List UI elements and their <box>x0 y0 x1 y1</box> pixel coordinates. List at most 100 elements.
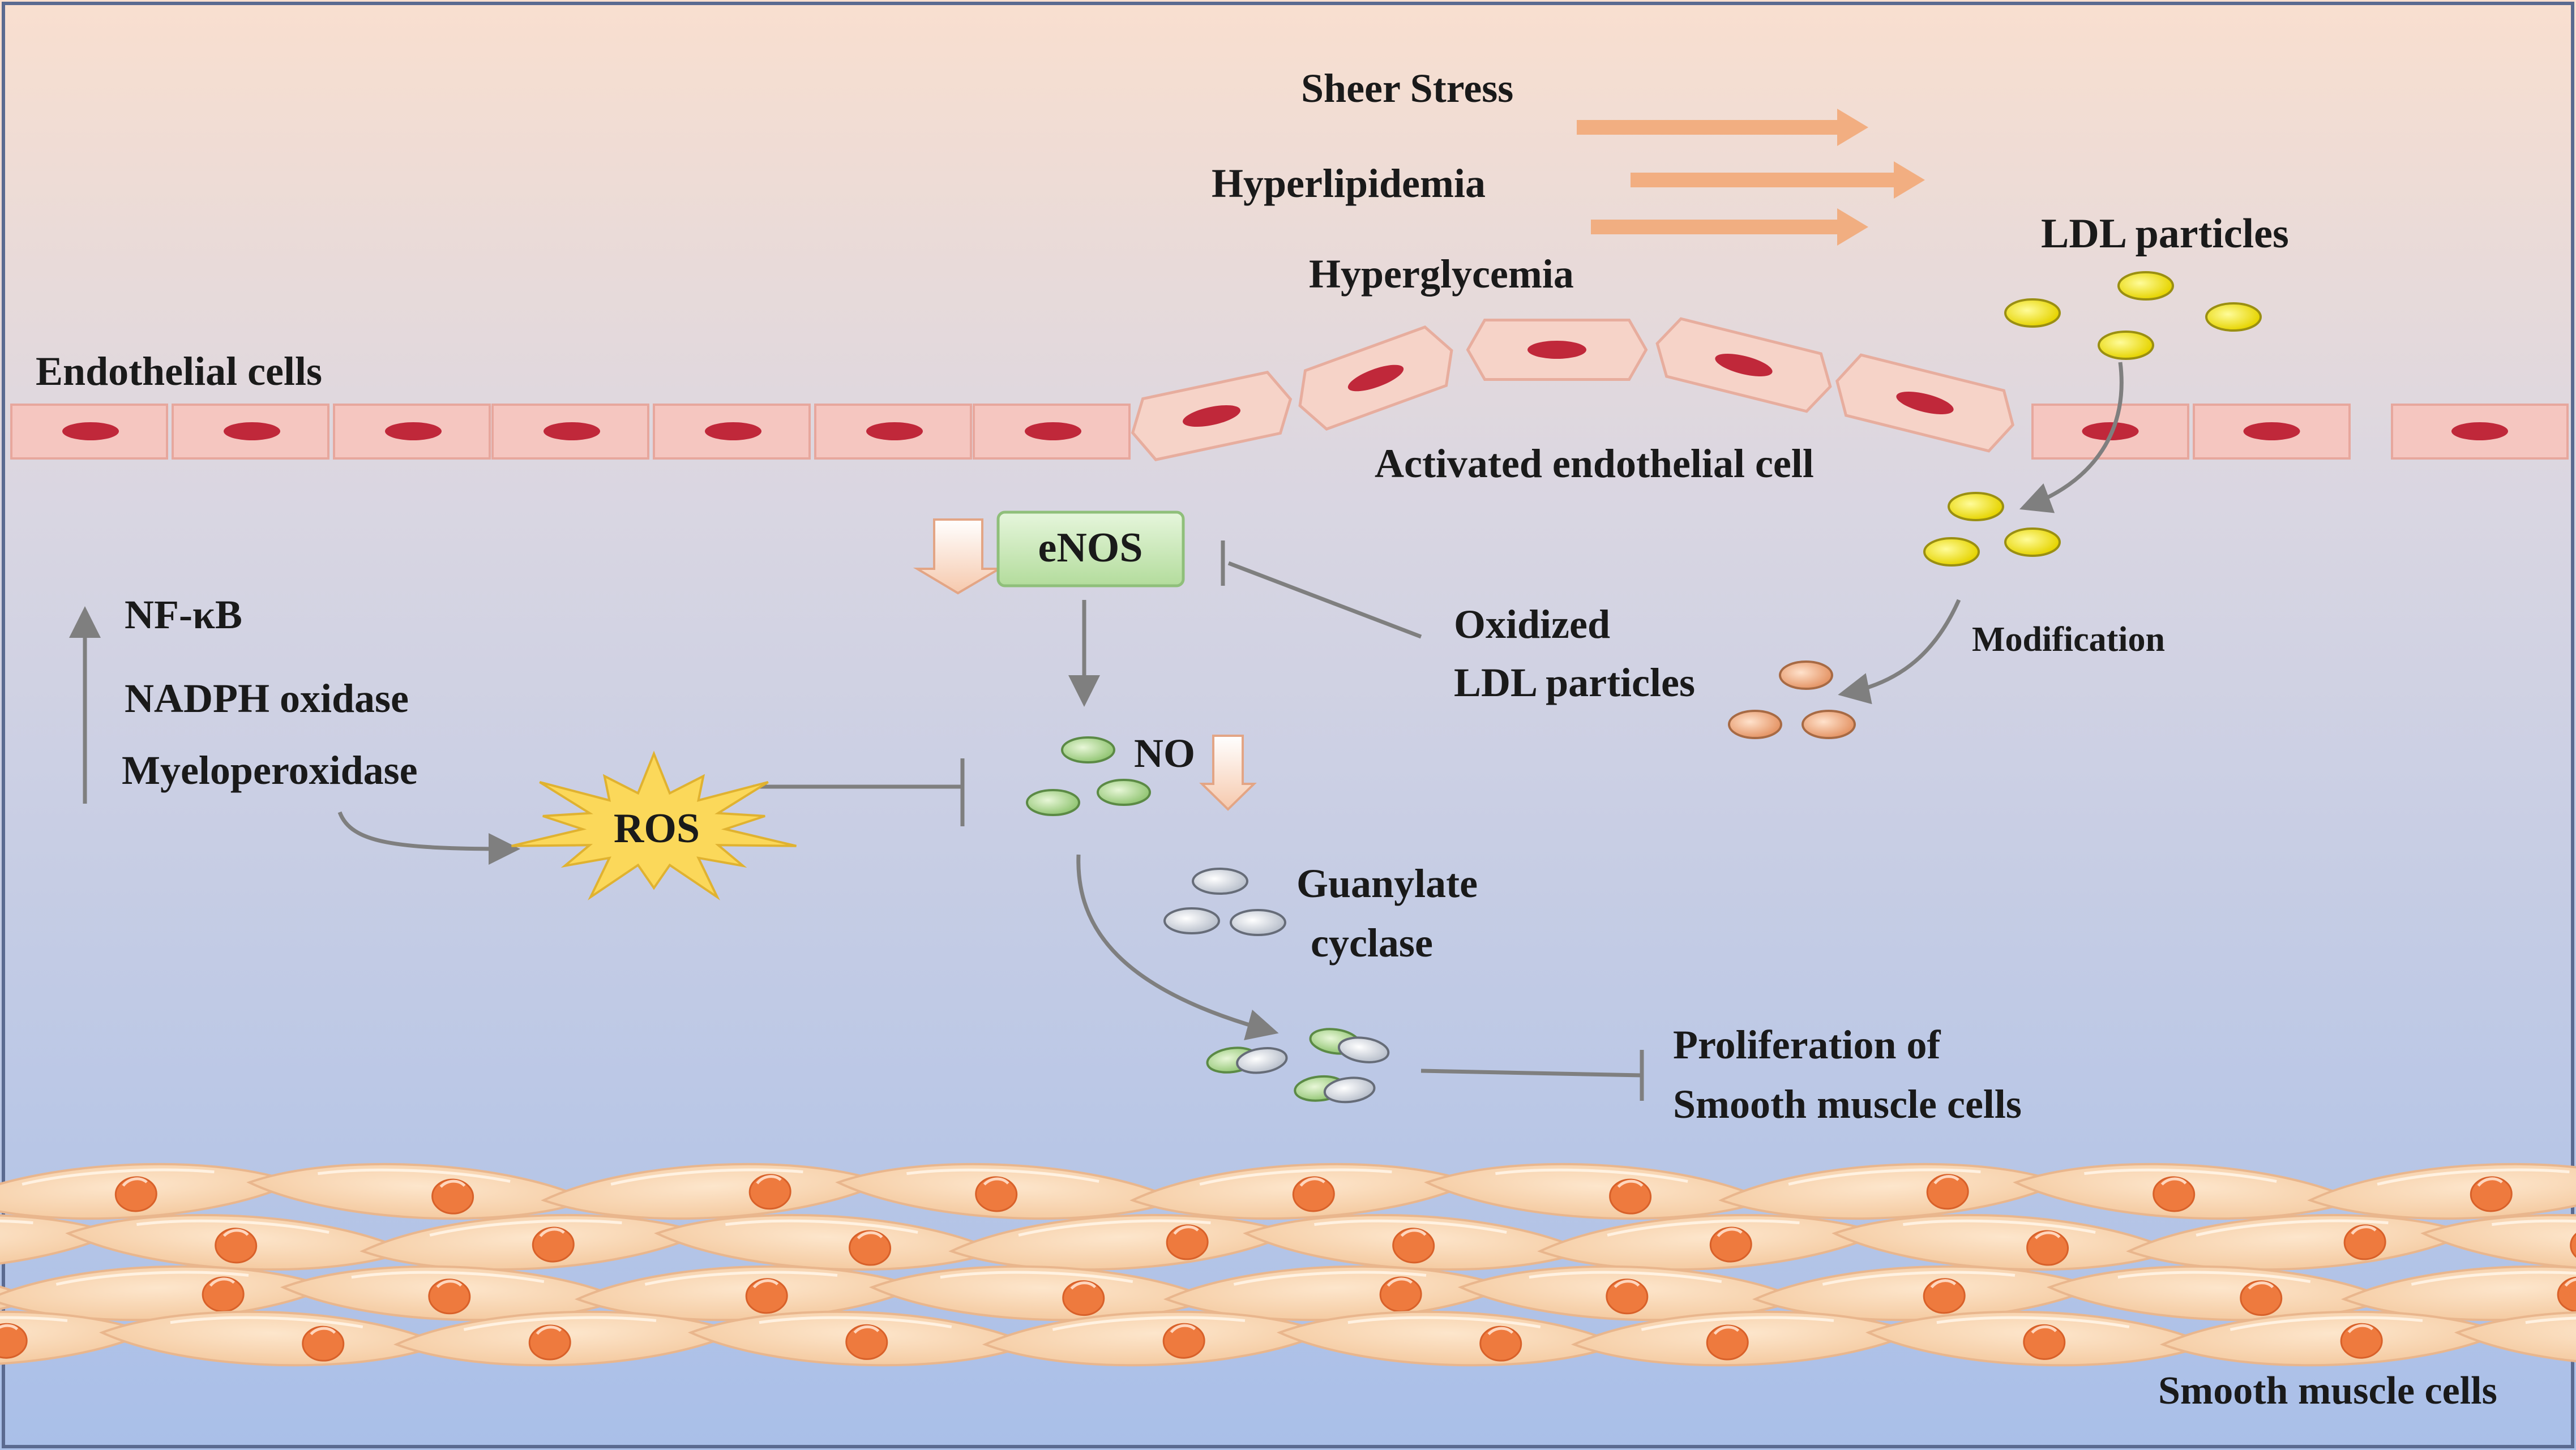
smc-highlight <box>463 1316 657 1331</box>
smc-highlight <box>22 1168 215 1186</box>
smc-highlight <box>429 1219 622 1237</box>
myeloperoxidase-label: Myeloperoxidase <box>122 748 418 793</box>
smc-nucleus-highlight <box>2031 1325 2057 1334</box>
hyperlipidemia-arrow <box>1631 161 1925 199</box>
smc-highlight <box>2411 1271 2576 1286</box>
smc-nucleus <box>748 1174 791 1210</box>
smc-highlight <box>2084 1168 2277 1183</box>
smc-highlight <box>940 1271 1133 1284</box>
smc-nucleus <box>1379 1276 1422 1312</box>
smc-nucleus <box>0 1323 28 1359</box>
cell-nucleus <box>866 422 923 440</box>
smc-nucleus <box>845 1324 888 1360</box>
smc-highlight <box>1607 1219 1800 1237</box>
cell-nucleus <box>1715 354 1773 376</box>
smc-highlight <box>610 1168 803 1186</box>
smc-highlight <box>1936 1316 2130 1329</box>
smc-nucleus-highlight <box>1933 1175 1959 1185</box>
no-molecule <box>1097 779 1151 806</box>
smc-highlight <box>1314 1219 1507 1234</box>
smc-highlight <box>759 1316 952 1329</box>
smc-highlight <box>0 1219 33 1237</box>
smooth-muscle-cell <box>1276 1310 1623 1367</box>
smc-nucleus-highlight <box>853 1325 880 1334</box>
activated-endothelial-cell-label: Activated endothelial cell <box>1375 441 1814 486</box>
smc-highlight <box>1018 1219 1211 1237</box>
proliferation-label-line2: Smooth muscle cells <box>1673 1082 2022 1127</box>
smooth-muscle-cell <box>2307 1162 2576 1220</box>
smooth-muscle-cell <box>280 1265 626 1322</box>
molecule-groups <box>1026 660 1856 1104</box>
ldl-particle <box>2205 302 2262 332</box>
smc-highlight <box>1641 1316 1834 1331</box>
smc-nucleus-highlight <box>1930 1279 1957 1289</box>
ldl-entry-arrow <box>2019 362 2124 513</box>
pathway-arrows <box>69 362 2124 1101</box>
sheer-stress-arrow <box>1577 109 1868 146</box>
cell-nucleus <box>1183 405 1240 427</box>
cell-nucleus <box>2243 422 2300 440</box>
smc-highlight <box>1822 1271 2016 1286</box>
smc-nucleus-highlight <box>2160 1177 2187 1186</box>
smooth-muscle-cell <box>2013 1162 2358 1220</box>
smc-nucleus <box>202 1276 245 1312</box>
smc-nucleus <box>114 1176 157 1212</box>
smc-nucleus-highlight <box>436 1280 463 1288</box>
ldl-particle <box>2117 271 2174 301</box>
oxidized-ldl-particle <box>1728 710 1782 739</box>
smc-nucleus <box>215 1228 258 1264</box>
smc-nucleus-highlight <box>1387 1277 1413 1287</box>
ldl-particle <box>2004 527 2061 557</box>
modification-arrow <box>1838 599 1961 705</box>
no-guanylate-complex <box>1294 1075 1376 1104</box>
complex-inhibits-proliferation <box>1420 1069 1642 1078</box>
smc-nucleus <box>2153 1176 2196 1212</box>
proliferation-label-line1: Proliferation of <box>1673 1022 1941 1067</box>
smc-nucleus <box>2470 1176 2513 1212</box>
smc-nucleus-highlight <box>310 1327 336 1336</box>
smc-nucleus-highlight <box>439 1179 466 1188</box>
smc-nucleus <box>1479 1325 1522 1362</box>
smc-highlight <box>906 1168 1099 1183</box>
cell-nucleus <box>1896 392 1954 414</box>
smc-nucleus <box>2340 1323 2383 1359</box>
smooth-muscle-cell <box>982 1310 1328 1367</box>
ros-star <box>511 750 797 900</box>
smc-nucleus <box>428 1279 471 1315</box>
smc-highlight <box>2117 1271 2311 1284</box>
smc-nucleus-highlight <box>1170 1324 1196 1333</box>
smc-nucleus-highlight <box>2034 1231 2061 1239</box>
cell-nucleus <box>62 422 119 440</box>
activated-endothelial-cell <box>1655 317 1832 413</box>
smooth-muscle-layer <box>0 1162 2576 1367</box>
smc-highlight <box>136 1219 330 1234</box>
smc-nucleus-highlight <box>1400 1229 1427 1237</box>
smc-nucleus-highlight <box>1487 1327 1514 1336</box>
smc-nucleus <box>2343 1224 2386 1260</box>
smc-highlight <box>725 1219 918 1234</box>
smc-highlight <box>1233 1271 1427 1286</box>
smc-nucleus <box>1162 1323 1205 1359</box>
smooth-muscle-cell <box>2454 1310 2576 1367</box>
guanylate-cyclase-molecule <box>1230 909 1286 936</box>
ldl-particles-label: LDL particles <box>2041 211 2289 257</box>
smc-body <box>2420 1213 2576 1271</box>
smc-nucleus-highlight <box>2477 1177 2503 1187</box>
endothelial-cell <box>2031 404 2189 460</box>
smc-nucleus-highlight <box>2564 1277 2576 1287</box>
smc-nucleus-highlight <box>756 1175 782 1185</box>
smc-highlight <box>0 1316 68 1331</box>
smc-nucleus <box>1062 1280 1105 1316</box>
ros-label: ROS <box>614 805 700 852</box>
guanylate-label-line1: Guanylate <box>1296 861 1478 906</box>
smooth-muscle-cell <box>654 1213 999 1271</box>
oxidized-label-line2: LDL particles <box>1454 660 1695 705</box>
smc-nucleus-highlight <box>222 1229 249 1237</box>
ldl-particle <box>2004 298 2061 328</box>
cell-nucleus <box>544 422 600 440</box>
smc-nucleus-highlight <box>1299 1177 1325 1187</box>
smc-nucleus-highlight <box>752 1279 779 1289</box>
oxidized-ldl-particle <box>1779 660 1833 690</box>
activated-endothelial-cell <box>1466 319 1648 381</box>
